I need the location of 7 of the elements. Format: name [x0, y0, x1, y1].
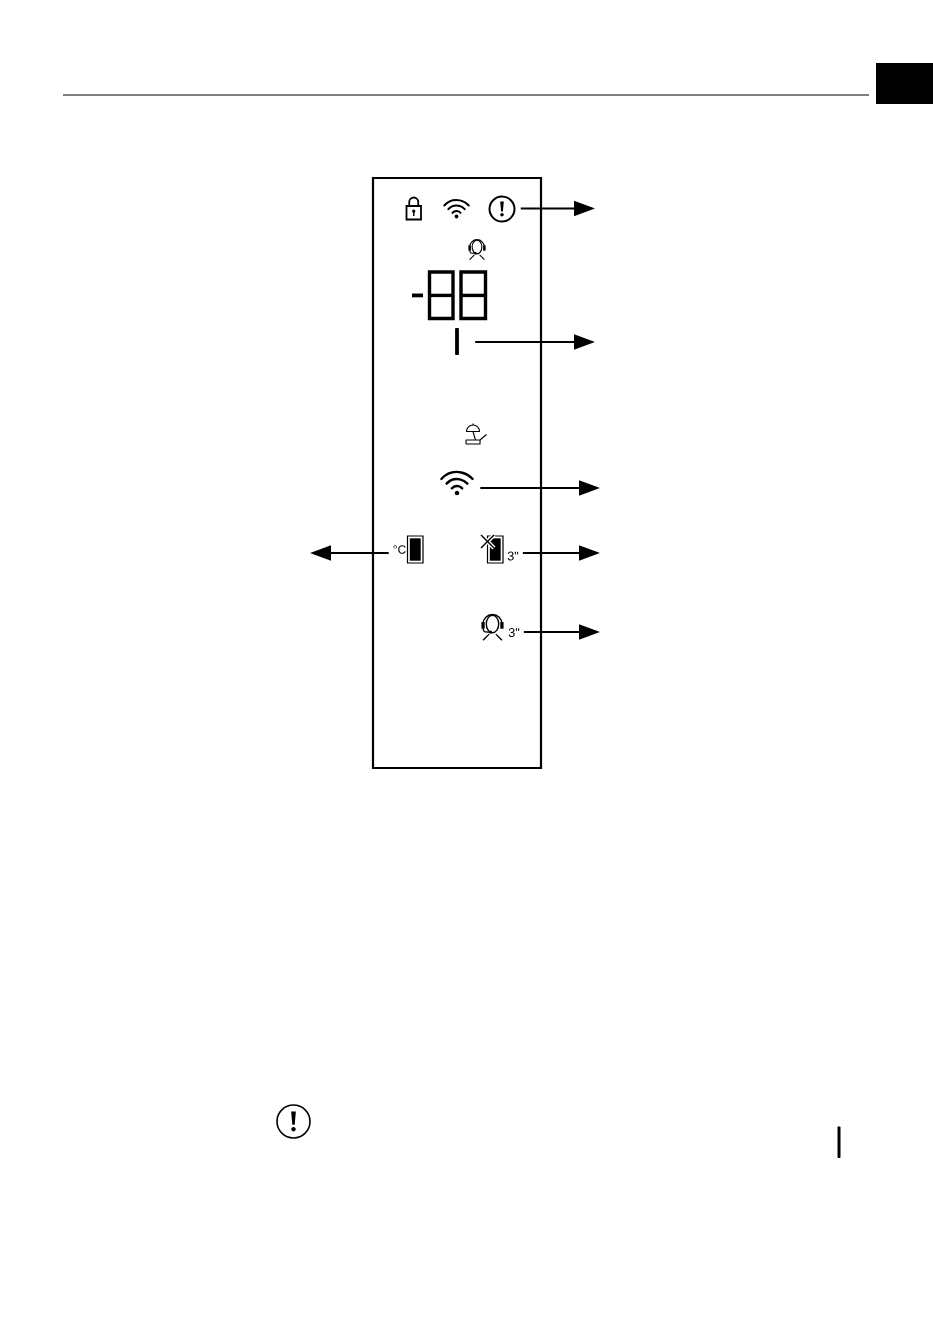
bar-segment [455, 328, 459, 355]
seconds-label: 3" [508, 628, 520, 637]
temperature-unit: °C [393, 545, 406, 554]
seconds-label: 3" [507, 551, 519, 561]
wifi-icon [440, 470, 474, 496]
alert-icon [488, 195, 516, 223]
display-panel [371, 176, 543, 770]
